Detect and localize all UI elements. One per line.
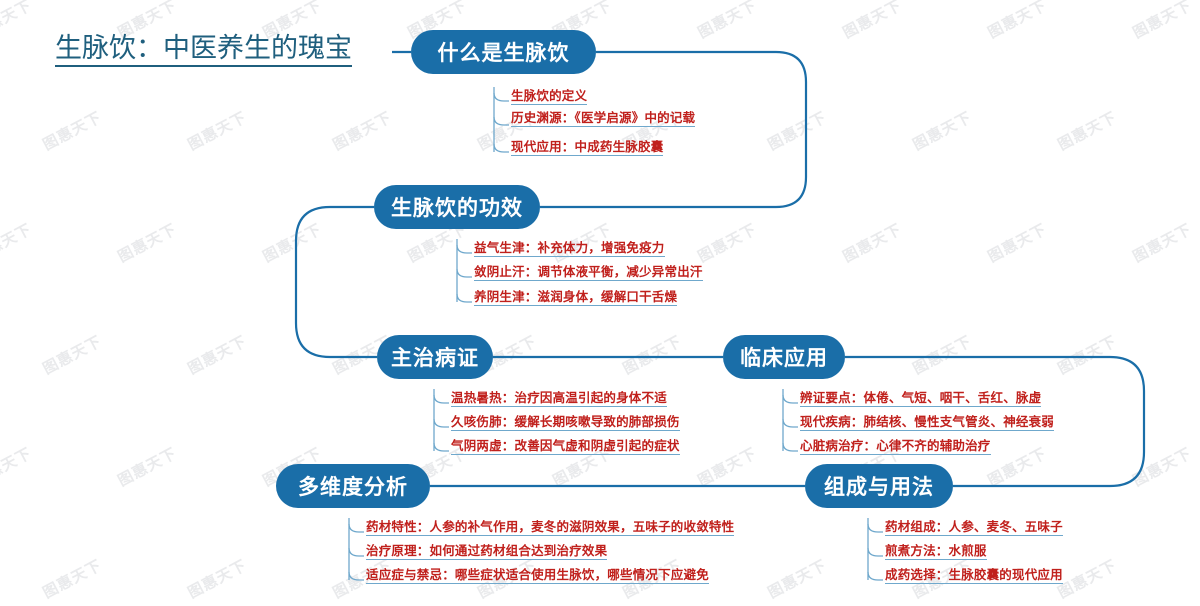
watermark-text: 图惠天下: [764, 555, 830, 602]
watermark-text: 图惠天下: [1129, 0, 1195, 42]
branch-node-composition[interactable]: 组成与用法: [805, 464, 953, 508]
link-effects-to-indications: [294, 205, 377, 359]
branch-label: 组成与用法: [824, 474, 934, 499]
leaf-connector: [782, 418, 798, 428]
watermark-text: 图惠天下: [1129, 219, 1195, 266]
leaf-connector: [867, 571, 883, 581]
leaf-connector: [348, 547, 364, 557]
leaf-connector: [867, 547, 883, 557]
leaf-item[interactable]: 气阴两虚：改善因气虚和阴虚引起的症状: [451, 438, 680, 455]
leaf-connector: [456, 244, 472, 254]
watermark-text: 图惠天下: [764, 107, 830, 154]
watermark-text: 图惠天下: [329, 107, 395, 154]
watermark-text: 图惠天下: [1054, 555, 1120, 602]
watermark-text: 图惠天下: [259, 219, 325, 266]
branch-label: 主治病证: [391, 345, 479, 370]
leaf-connector: [456, 293, 472, 303]
watermark-text: 图惠天下: [619, 331, 685, 378]
watermark-text: 图惠天下: [184, 331, 250, 378]
leaf-connector: [348, 523, 364, 533]
branch-label: 什么是生脉饮: [437, 40, 570, 65]
watermark-text: 图惠天下: [1129, 443, 1195, 490]
leaf-connector: [493, 116, 509, 126]
leaf-connector: [433, 418, 449, 428]
branch-label: 生脉饮的功效: [391, 195, 523, 220]
leaf-item[interactable]: 适应症与禁忌：哪些症状适合使用生脉饮，哪些情况下应避免: [366, 567, 709, 584]
watermark-text: 图惠天下: [909, 331, 975, 378]
leaf-connector: [782, 442, 798, 452]
leaf-connector: [867, 523, 883, 533]
watermark-text: 图惠天下: [984, 219, 1050, 266]
branch-node-indications[interactable]: 主治病证: [377, 335, 493, 379]
watermark-text: 图惠天下: [39, 331, 105, 378]
watermark-text: 图惠天下: [0, 219, 35, 266]
watermark-text: 图惠天下: [694, 443, 760, 490]
leaf-item[interactable]: 久咳伤肺：缓解长期咳嗽导致的肺部损伤: [451, 414, 680, 431]
branch-node-effects[interactable]: 生脉饮的功效: [374, 185, 540, 229]
leaf-connector: [782, 394, 798, 404]
watermark-text: 图惠天下: [984, 443, 1050, 490]
branch-node-clinical[interactable]: 临床应用: [723, 335, 845, 379]
leaf-stub-group: [348, 87, 883, 581]
watermark-text: 图惠天下: [909, 107, 975, 154]
branch-label: 临床应用: [740, 345, 828, 370]
leaf-connector: [433, 442, 449, 452]
leaf-item[interactable]: 现代疾病：肺结核、慢性支气管炎、神经衰弱: [800, 414, 1055, 431]
leaf-item[interactable]: 心脏病治疗：心律不齐的辅助治疗: [800, 438, 991, 455]
leaf-item[interactable]: 煎煮方法：水煎服: [885, 543, 987, 560]
leaf-item[interactable]: 养阴生津：滋润身体，缓解口干舌燥: [474, 289, 678, 306]
watermark-text: 图惠天下: [984, 0, 1050, 42]
leaf-item[interactable]: 现代应用：中成药生脉胶囊: [511, 139, 664, 156]
leaf-item[interactable]: 辨证要点：体倦、气短、咽干、舌红、脉虚: [800, 390, 1042, 407]
watermark-text: 图惠天下: [0, 0, 35, 42]
watermark-text: 图惠天下: [694, 219, 760, 266]
leaf-connector: [433, 394, 449, 404]
watermark-text: 图惠天下: [1054, 331, 1120, 378]
watermark-text: 图惠天下: [114, 443, 180, 490]
branch-node-what-is[interactable]: 什么是生脉饮: [411, 30, 596, 74]
watermark-text: 图惠天下: [694, 0, 760, 42]
leaf-item[interactable]: 益气生津：补充体力，增强免疫力: [474, 240, 665, 257]
leaf-item[interactable]: 历史渊源：《医学启源》中的记载: [511, 110, 696, 127]
watermark-text: 图惠天下: [114, 219, 180, 266]
leaf-connector: [456, 268, 472, 278]
watermark-text: 图惠天下: [184, 107, 250, 154]
watermark-text: 图惠天下: [839, 0, 905, 42]
leaf-item[interactable]: 成药选择：生脉胶囊的现代应用: [885, 567, 1063, 584]
link-whatis-to-effects: [540, 50, 808, 209]
leaf-item[interactable]: 敛阴止汗：调节体液平衡，减少异常出汗: [474, 264, 703, 281]
root-title: 生脉饮：中医养生的瑰宝: [55, 34, 352, 67]
leaf-connector: [493, 92, 509, 102]
watermark-text: 图惠天下: [184, 555, 250, 602]
watermark-text: 图惠天下: [0, 443, 35, 490]
leaf-item[interactable]: 生脉饮的定义: [511, 88, 588, 105]
leaf-connector: [348, 571, 364, 581]
watermark-text: 图惠天下: [39, 555, 105, 602]
branch-label: 多维度分析: [298, 474, 408, 499]
leaf-item[interactable]: 治疗原理：如何通过药材组合达到治疗效果: [366, 543, 608, 560]
watermark-text: 图惠天下: [839, 219, 905, 266]
leaf-connector: [493, 143, 509, 153]
leaf-item[interactable]: 药材组成：人参、麦冬、五味子: [885, 519, 1063, 536]
watermark-text: 图惠天下: [1054, 107, 1120, 154]
watermark-text: 图惠天下: [39, 107, 105, 154]
branch-node-multidim[interactable]: 多维度分析: [276, 464, 430, 508]
leaf-item[interactable]: 温热暑热：治疗因高温引起的身体不适: [451, 390, 667, 407]
leaf-item[interactable]: 药材特性：人参的补气作用，麦冬的滋阴效果，五味子的收敛特性: [366, 519, 735, 536]
